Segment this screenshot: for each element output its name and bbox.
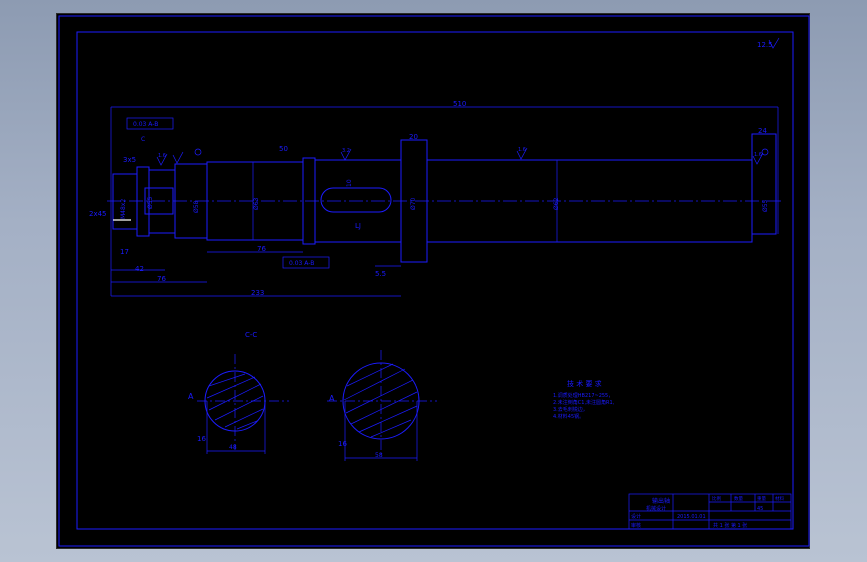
roughness-3: 1.6 <box>518 147 526 153</box>
title-subtitle: 机械设计 <box>646 505 666 512</box>
dim-233: 233 <box>251 289 264 297</box>
note-line-4: 4.材料45钢。 <box>553 413 584 420</box>
tol-ref-c: C <box>141 136 145 143</box>
dim-chamfer: 2x45 <box>89 210 107 218</box>
tol-frame-top <box>126 117 174 130</box>
section-view-left: 48 A 16 <box>188 354 289 454</box>
dia-55: Ø55 <box>147 196 154 209</box>
section-view-right: 58 A 16 <box>327 350 437 461</box>
title-material: 材料 <box>775 495 784 502</box>
dia-63: Ø63 <box>253 197 260 210</box>
section-key-16a: 16 <box>197 435 206 443</box>
keyway-slot <box>320 187 392 213</box>
shaft-profile <box>112 133 777 263</box>
title-date: 2015.01.01 <box>677 514 706 520</box>
title-check-row: 审核 <box>631 522 641 529</box>
outer-frame <box>58 15 810 547</box>
title-block: 输出轴 机械设计 设计 审核 2015.01.01 比例 数量 重量 材料 45… <box>628 493 792 530</box>
dia-thread: M48x2 <box>120 199 127 219</box>
dim-20: 20 <box>409 133 418 141</box>
title-scale: 比例 <box>712 495 721 502</box>
cad-drawing-viewport[interactable]: 12.5 510 0.03 A-B 0.03 A-B C 2x45 17 42 … <box>56 13 810 549</box>
note-line-2: 2.未注倒角C1,未注圆角R1, <box>553 399 615 406</box>
dim-17: 17 <box>120 248 129 256</box>
dim-76-left: 76 <box>157 275 166 283</box>
section-label-cc: C-C <box>245 331 257 339</box>
roughness-symbol-icon <box>768 37 780 49</box>
technical-notes: 技 术 要 求 1.调质处理HB217~255， 2.未注倒角C1,未注圆角R1… <box>553 379 615 420</box>
dim-76-right: 76 <box>257 245 266 253</box>
dia-58: Ø58 <box>193 200 200 213</box>
dim-keyseat: 3x5 <box>123 156 136 164</box>
roughness-marks: 1.6 3.2 1.6 1.6 <box>156 147 769 166</box>
title-sheet: 共 1 张 第 1 张 <box>713 522 747 529</box>
dim-24: 24 <box>758 127 767 135</box>
tol-frame-bottom <box>282 256 330 269</box>
section-dim-48: 48 <box>229 444 237 451</box>
notes-title: 技 术 要 求 <box>567 379 602 388</box>
title-design-row: 设计 <box>631 513 641 520</box>
shaft-drawing-canvas: 12.5 510 0.03 A-B 0.03 A-B C 2x45 17 42 … <box>58 15 810 547</box>
corner-roughness-mark: 12.5 <box>757 41 773 49</box>
section-a-marker-1: A <box>188 392 194 401</box>
tol-text-bottom: 0.03 A-B <box>289 260 314 267</box>
inner-frame <box>76 31 794 530</box>
title-weight: 重量 <box>757 495 766 502</box>
note-line-3: 3.去毛刺锐边， <box>553 406 588 413</box>
keyway-left <box>144 187 174 215</box>
dim-5-5: 5.5 <box>375 270 386 278</box>
dia-70: Ø70 <box>410 197 417 210</box>
key-width: 10 <box>346 179 353 187</box>
section-dim-58: 58 <box>375 452 383 459</box>
section-a-marker-2: A <box>329 394 335 403</box>
dia-62: Ø62 <box>553 197 560 210</box>
roughness-1: 1.6 <box>158 153 166 159</box>
title-qty: 数量 <box>734 495 743 502</box>
note-line-1: 1.调质处理HB217~255， <box>553 392 613 399</box>
dim-key-len: 50 <box>279 145 288 153</box>
section-key-16b: 16 <box>338 440 347 448</box>
title-code: 45 <box>757 506 763 512</box>
dim-lj: LJ <box>355 222 361 230</box>
title-part-name: 输出轴 <box>652 497 670 505</box>
tol-text-top: 0.03 A-B <box>133 121 158 128</box>
dia-55-end: Ø55 <box>762 199 769 212</box>
dim-42: 42 <box>135 265 144 273</box>
roughness-4: 1.6 <box>754 152 762 158</box>
dim-overall-length: 510 <box>453 100 466 108</box>
roughness-2: 3.2 <box>342 148 350 154</box>
